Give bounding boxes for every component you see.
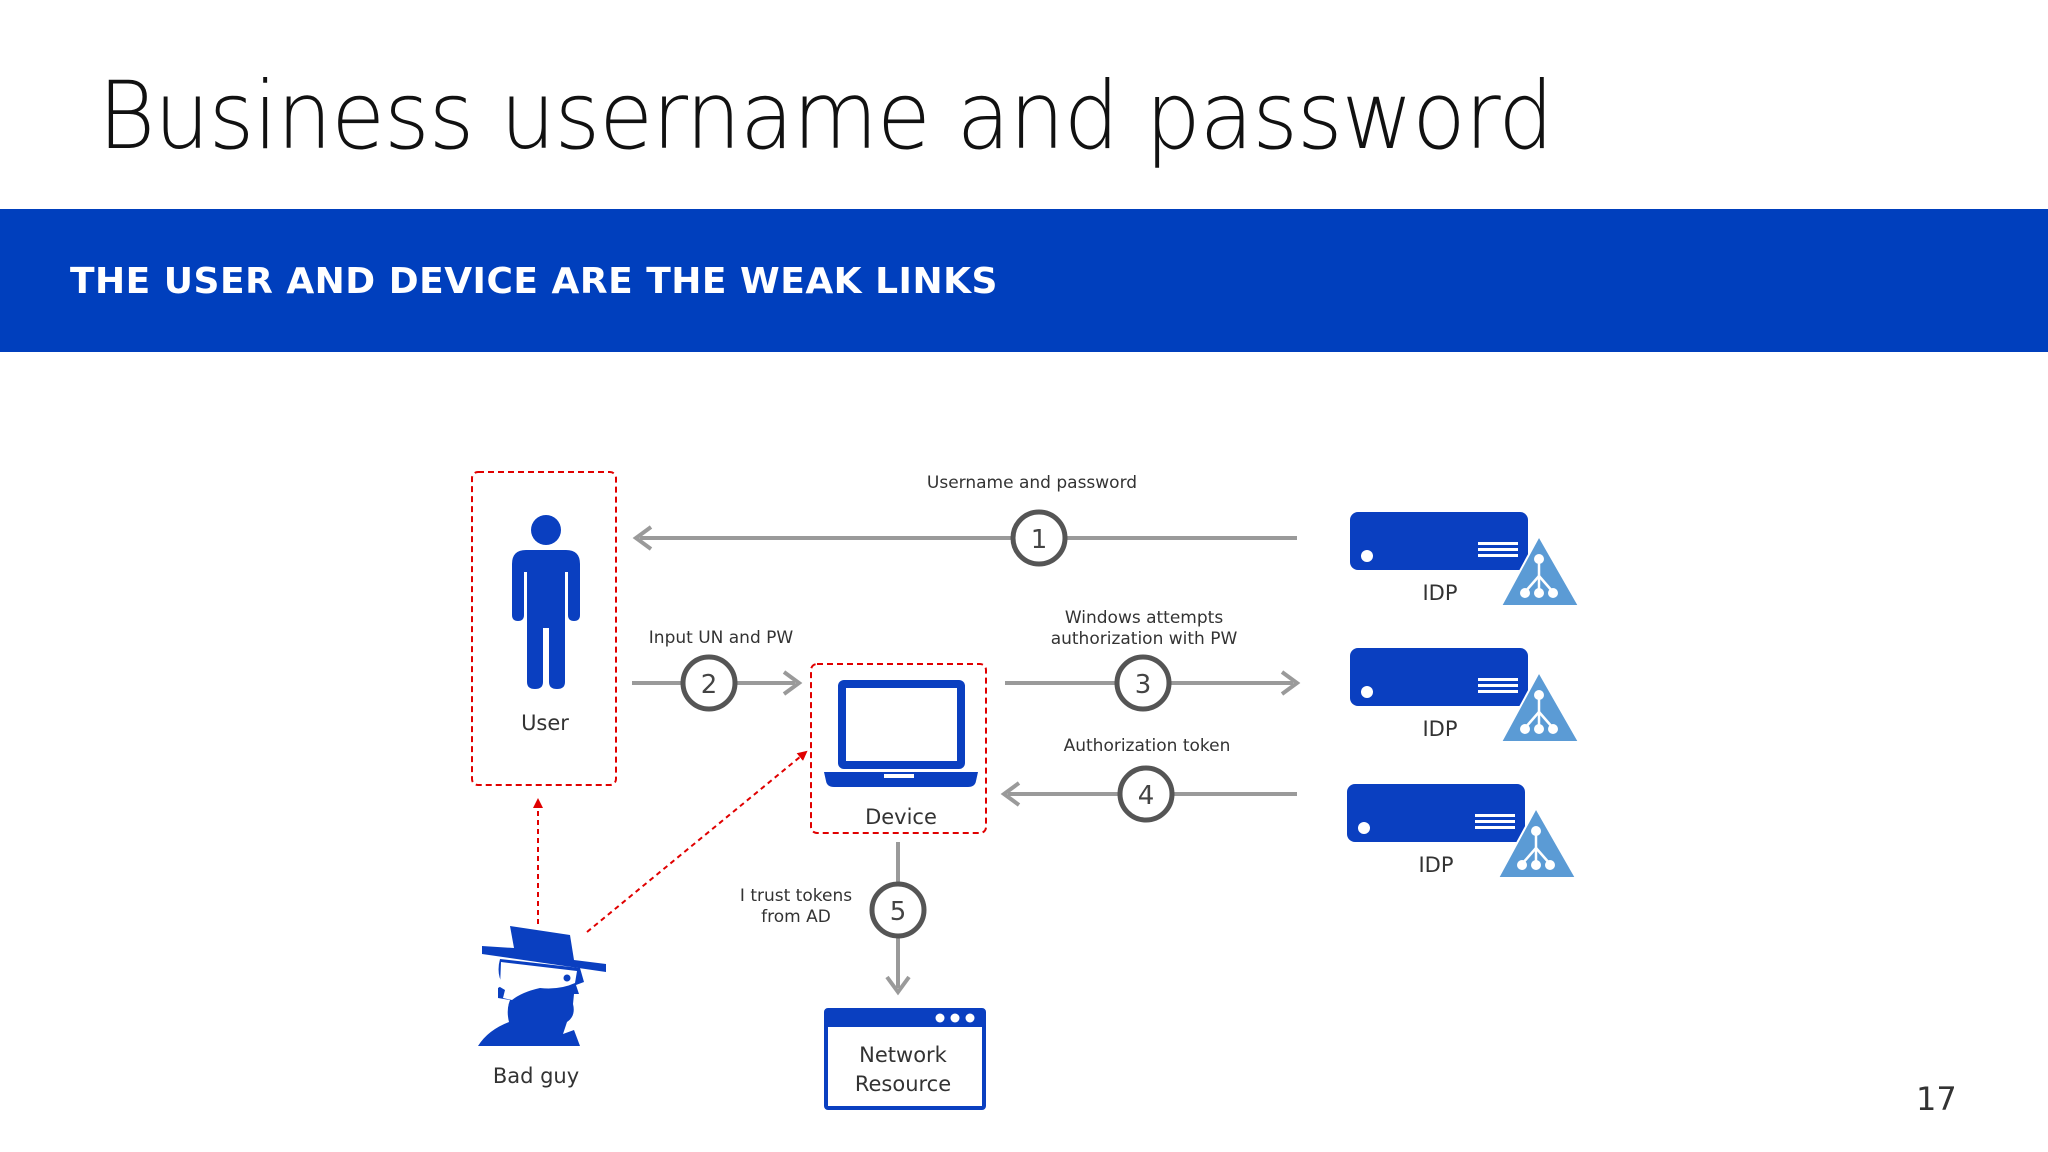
device-box: [810, 663, 987, 834]
directory-triangle-icon: [1497, 807, 1577, 879]
person-icon: [512, 515, 580, 689]
idp-label: IDP: [1418, 853, 1453, 877]
step-3-number: 3: [1135, 670, 1152, 700]
network-resource-line2: Resource: [855, 1072, 951, 1096]
server-icon: [1350, 648, 1528, 706]
idp-server-2: IDP: [1350, 648, 1580, 743]
threat-arrow-to-device: [586, 750, 808, 933]
step-2-label: Input UN and PW: [649, 628, 794, 648]
browser-window-icon: [824, 1008, 986, 1110]
bad-guy-label: Bad guy: [493, 1064, 579, 1088]
idp-label: IDP: [1422, 717, 1457, 741]
step-5-label-line1: I trust tokens: [740, 886, 852, 906]
server-icon: [1350, 512, 1528, 570]
step-5-label-line2: from AD: [761, 907, 831, 927]
step-5-number: 5: [890, 897, 907, 927]
step-2-number: 2: [701, 670, 718, 700]
page-number: 17: [1916, 1080, 1957, 1118]
network-resource-line1: Network: [859, 1043, 948, 1067]
user-box: [471, 471, 617, 786]
flow-step-3: 3: [1005, 654, 1301, 712]
directory-triangle-icon: [1500, 535, 1580, 607]
directory-triangle-icon: [1500, 671, 1580, 743]
idp-label: IDP: [1422, 581, 1457, 605]
idp-server-3: IDP: [1347, 784, 1577, 879]
flow-step-4: 4: [1000, 765, 1297, 823]
step-4-number: 4: [1138, 781, 1155, 811]
idp-server-1: IDP: [1350, 512, 1580, 607]
slide-title: Business username and password: [98, 62, 1554, 171]
device-label: Device: [865, 805, 937, 829]
flow-step-1: 1: [632, 509, 1297, 567]
flow-step-2: 2: [632, 654, 803, 712]
banner-text: THE USER AND DEVICE ARE THE WEAK LINKS: [70, 261, 998, 302]
step-3-label-line1: Windows attempts: [1065, 608, 1224, 628]
spy-icon: [478, 926, 606, 1046]
step-3-label-line2: authorization with PW: [1051, 629, 1238, 649]
step-4-label: Authorization token: [1064, 736, 1231, 756]
user-label: User: [521, 711, 569, 735]
step-1-number: 1: [1031, 525, 1048, 555]
banner: THE USER AND DEVICE ARE THE WEAK LINKS: [0, 209, 2048, 352]
step-1-label: Username and password: [927, 473, 1137, 493]
server-icon: [1347, 784, 1525, 842]
flow-step-5: 5: [869, 842, 927, 996]
laptop-icon: [824, 680, 978, 787]
